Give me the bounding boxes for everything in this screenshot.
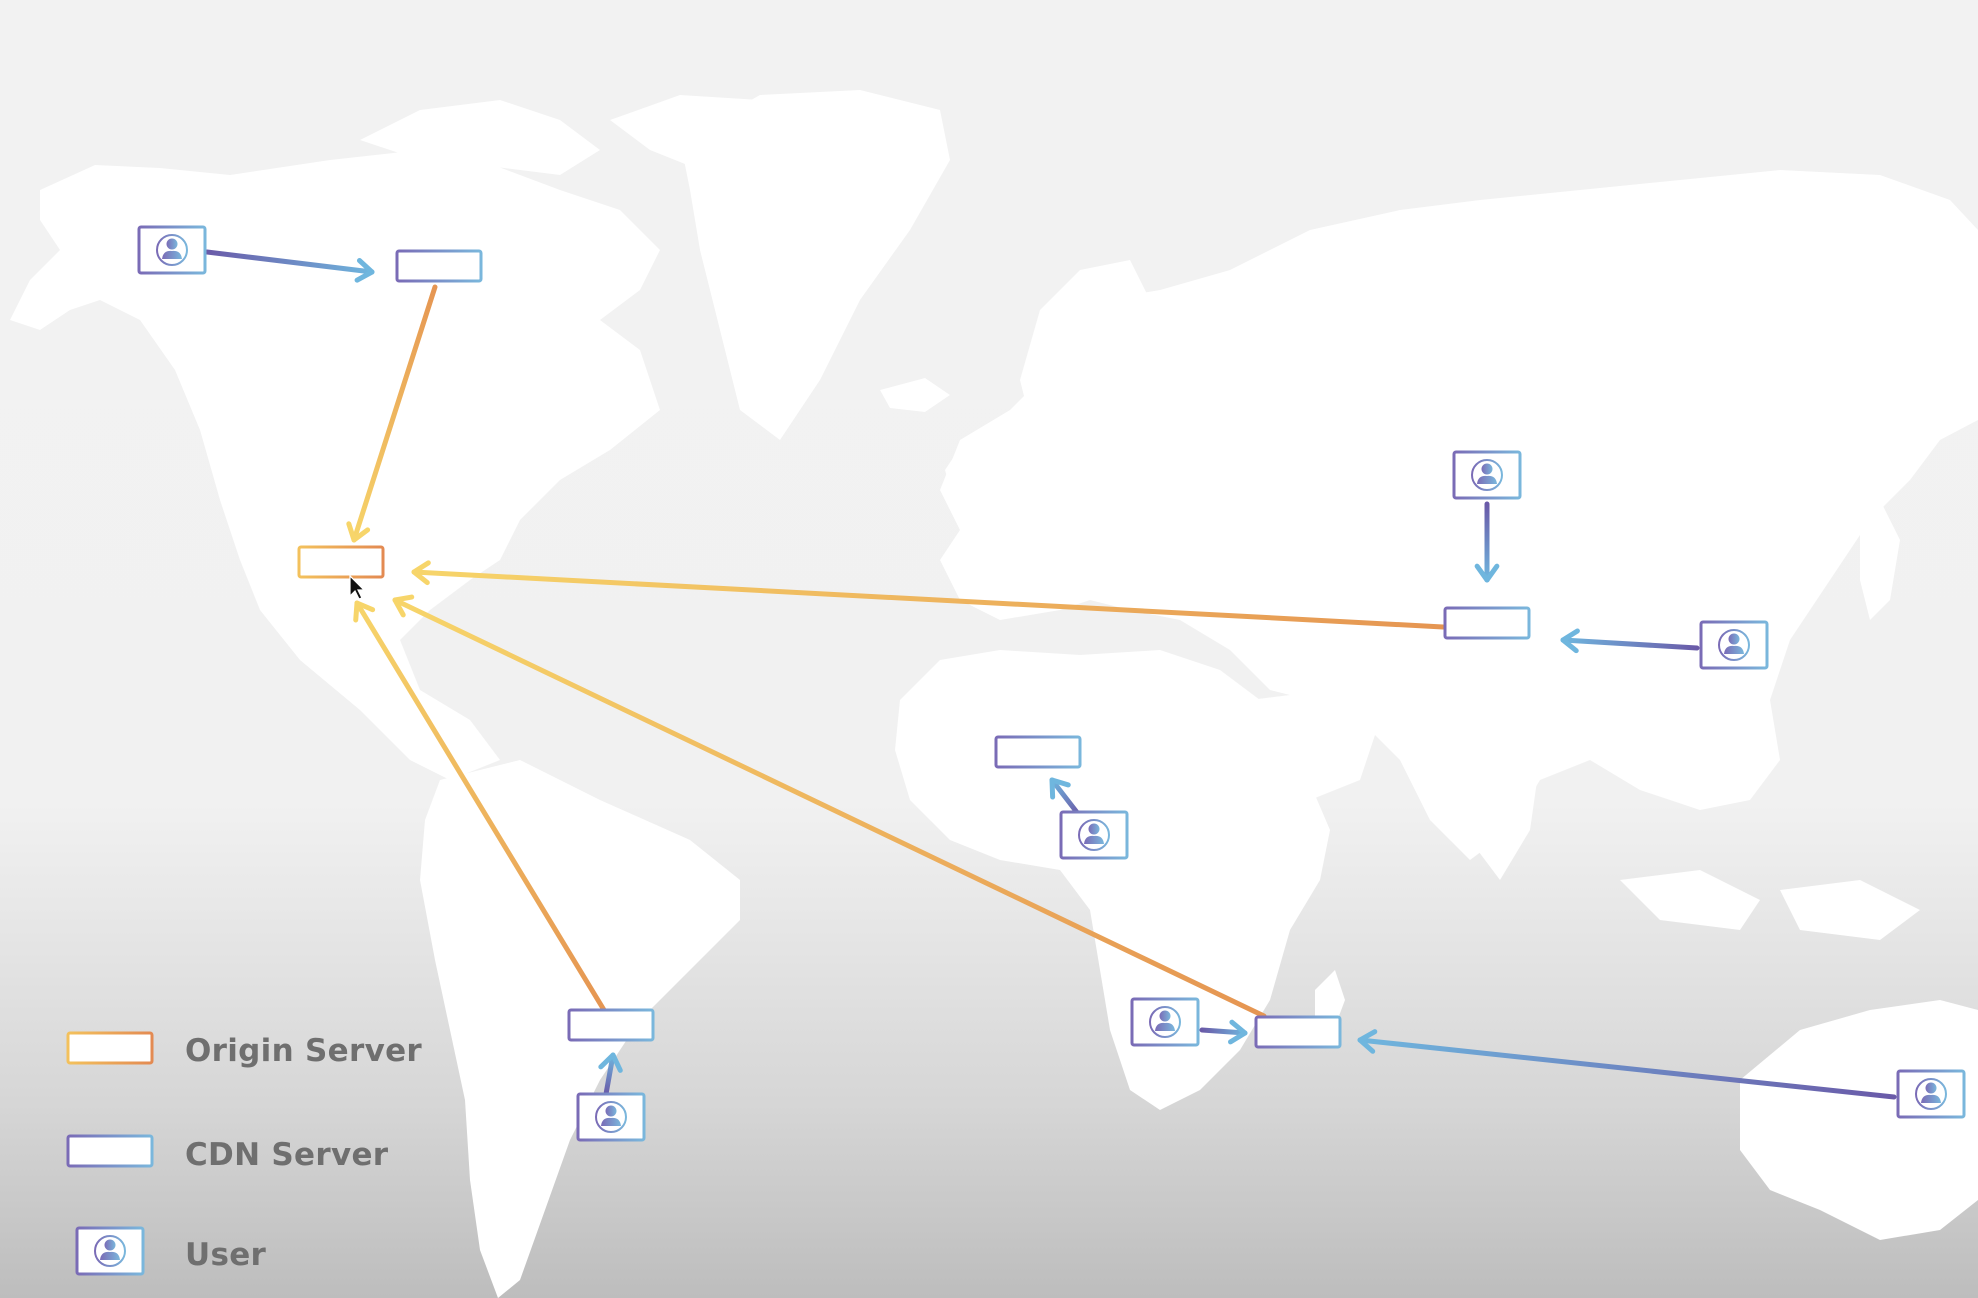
legend-user-label: User <box>185 1237 267 1273</box>
connection-arrow <box>346 284 438 543</box>
connection-arrow <box>1357 1029 1897 1100</box>
arrow-head-icon <box>354 258 375 283</box>
arrow-head-icon <box>1474 563 1500 583</box>
arrow-head-icon <box>346 521 371 543</box>
cdn-server-icon <box>994 735 1082 774</box>
connection-arrow <box>411 560 1446 630</box>
legend-user-laptop-icon <box>68 1226 152 1280</box>
user-laptop-icon <box>1123 997 1207 1051</box>
legend-cdn-label: CDN Server <box>185 1137 389 1173</box>
connection-arrow <box>1199 1019 1248 1045</box>
user-laptop-icon <box>130 225 214 279</box>
mouse-pointer-icon <box>349 574 366 600</box>
connections-layer <box>204 249 1897 1100</box>
legend-origin-label: Origin Server <box>185 1033 423 1069</box>
connection-arrow <box>1049 777 1082 818</box>
arrow-head-icon <box>1357 1029 1378 1054</box>
legend <box>66 1031 154 1280</box>
cdn-server-icon <box>1443 606 1531 645</box>
arrow-head-icon <box>1228 1019 1248 1045</box>
legend-origin-server-icon <box>66 1031 154 1070</box>
world-map <box>10 90 1978 1298</box>
connection-arrow <box>1474 501 1500 583</box>
origin-server-icon <box>297 545 385 584</box>
cdn-server-icon <box>567 1008 655 1047</box>
cdn-server-icon <box>395 249 483 288</box>
user-laptop-icon <box>1889 1069 1973 1123</box>
connection-arrow <box>204 249 375 283</box>
user-laptop-icon <box>1052 810 1136 864</box>
connection-arrow <box>1560 628 1700 654</box>
connection-arrow <box>353 600 607 1013</box>
user-laptop-icon <box>1445 450 1529 504</box>
legend-cdn-server-icon <box>66 1134 154 1173</box>
user-laptop-icon <box>569 1092 653 1146</box>
connection-arrow <box>598 1052 623 1097</box>
arrow-head-icon <box>1049 777 1071 800</box>
cdn-server-icon <box>1254 1015 1342 1054</box>
arrow-head-icon <box>598 1052 623 1073</box>
arrow-head-icon <box>353 600 376 623</box>
connection-arrow <box>392 594 1267 1019</box>
user-laptop-icon <box>1692 620 1776 674</box>
arrow-head-icon <box>411 560 431 586</box>
arrow-head-icon <box>1560 628 1580 654</box>
arrow-head-icon <box>392 594 415 618</box>
